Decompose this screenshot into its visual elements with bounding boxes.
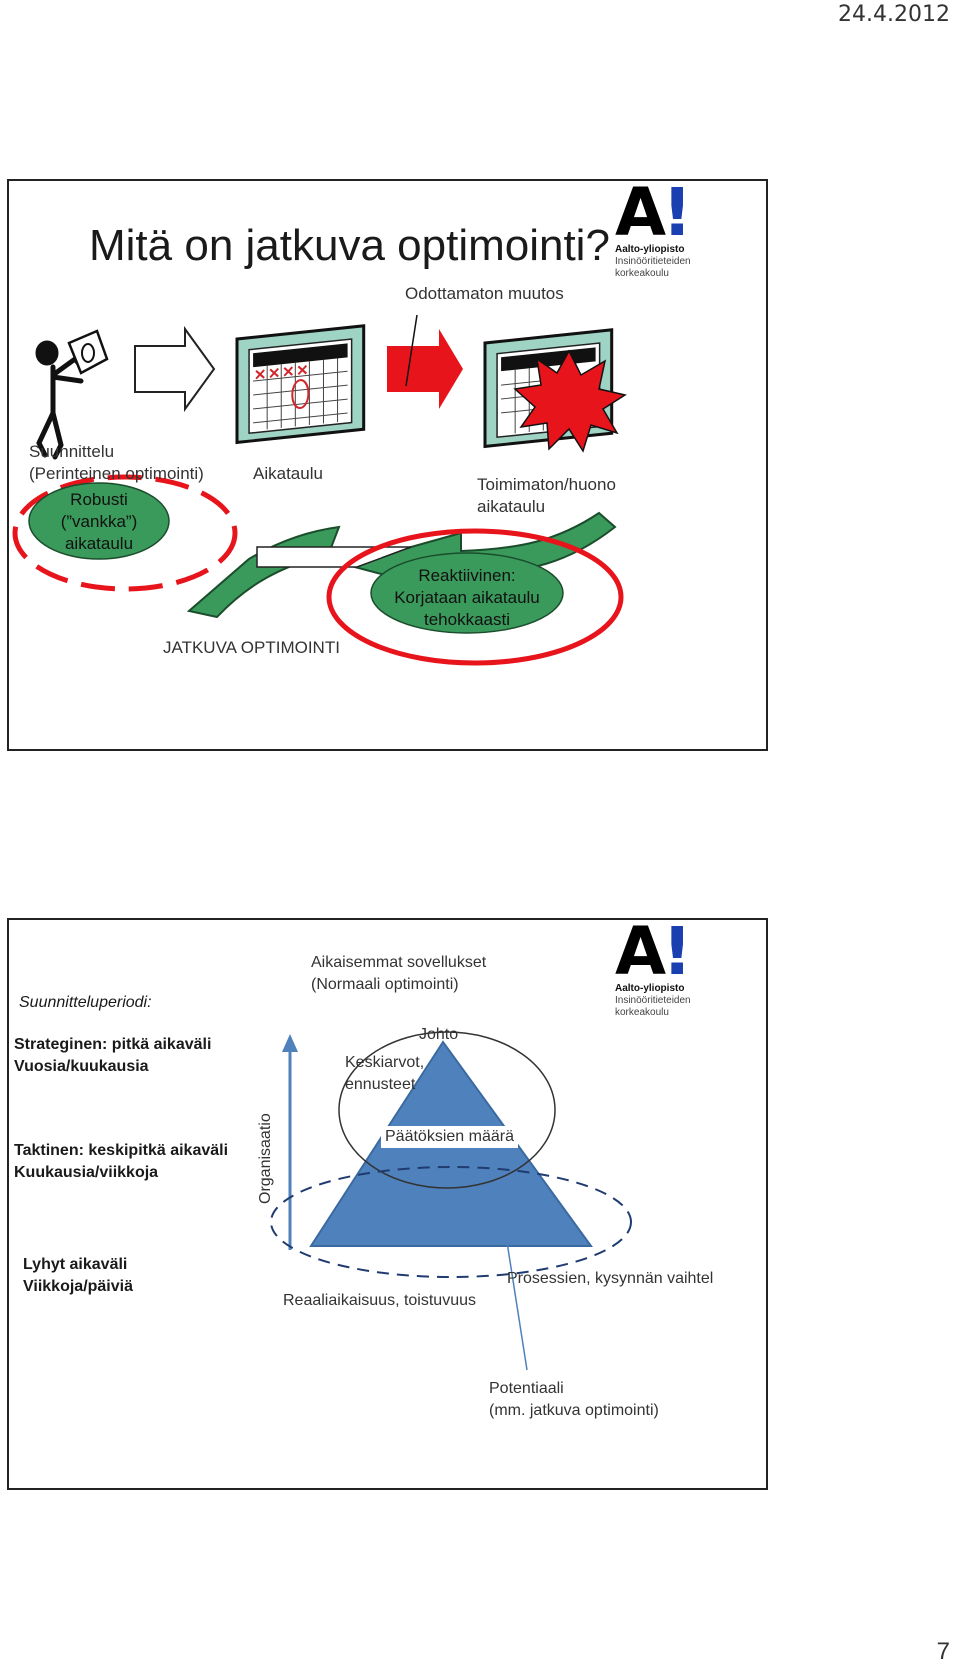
- strategic-period: Strateginen: pitkä aikaväli Vuosia/kuuka…: [14, 1036, 212, 1075]
- page-date: 24.4.2012: [838, 2, 950, 27]
- reactive-highlight: [326, 528, 624, 666]
- realtime-label: Reaaliaikaisuus, toistuvuus: [283, 1292, 476, 1309]
- logo-university-name: Aalto-yliopisto: [615, 244, 685, 255]
- bad-schedule-label: Toimimaton/huono aikataulu: [477, 475, 616, 516]
- slide-continuous-optimization: Mitä on jatkuva optimointi? A! Aalto-yli…: [7, 179, 768, 751]
- robust-schedule-highlight: [12, 474, 238, 592]
- paper-illustration: [67, 329, 109, 375]
- reactive-ellipse: [370, 552, 564, 634]
- schedule-calendar-illustration: [235, 324, 366, 445]
- planning-label: Suunnittelu (Perinteinen optimointi): [29, 442, 204, 483]
- organization-axis-label: Organisaatio: [257, 1113, 274, 1204]
- potential-label: Potentiaali (mm. jatkuva optimointi): [489, 1380, 659, 1419]
- slide1-graphics: [12, 314, 627, 666]
- logo-school-line2: korkeakoulu: [615, 268, 669, 279]
- tactical-period: Taktinen: keskipitkä aikaväli Kuukausia/…: [14, 1142, 229, 1181]
- planning-period-heading: Suunnitteluperiodi:: [19, 994, 152, 1011]
- potential-pointer: [506, 1241, 528, 1371]
- logo-university-name: Aalto-yliopisto: [615, 983, 685, 994]
- short-period: Lyhyt aikaväli Viikkoja/päiviä: [23, 1256, 133, 1295]
- continuous-optimization-arrow-tail: [186, 525, 341, 619]
- aalto-logo-mark: A!: [615, 918, 692, 990]
- schedule-label: Aikataulu: [253, 464, 323, 483]
- logo-school-line1: Insinööritieteiden: [615, 256, 691, 267]
- unexpected-change-label: Odottamaton muutos: [405, 284, 564, 303]
- slide-planning-periods: A! Aalto-yliopisto Insinööritieteiden ko…: [7, 918, 768, 1490]
- potential-ellipse: [270, 1166, 632, 1278]
- unexpected-change-pointer: [405, 314, 418, 387]
- slide1-title: Mitä on jatkuva optimointi?: [89, 221, 610, 270]
- logo-school-line2: korkeakoulu: [615, 1007, 669, 1018]
- logo-school-line1: Insinööritieteiden: [615, 995, 691, 1006]
- aalto-logo: A! Aalto-yliopisto Insinööritieteiden ko…: [615, 918, 735, 1019]
- reactive-label: Reaktiivinen: Korjataan aikataulu tehokk…: [394, 566, 540, 629]
- aalto-logo: A! Aalto-yliopisto Insinööritieteiden ko…: [615, 179, 735, 280]
- unexpected-change-arrow: [387, 329, 463, 409]
- planning-arrow: [134, 325, 216, 413]
- previous-applications-label: Aikaisemmat sovellukset (Normaali optimo…: [311, 954, 487, 993]
- averages-label: Keskiarvot, ennusteet: [345, 1054, 425, 1093]
- aalto-logo-mark: A!: [615, 179, 692, 251]
- process-changes-label: Prosessien, kysynnän vaihtel: [507, 1270, 714, 1287]
- organization-axis-arrowhead: [282, 1034, 298, 1052]
- explosion-burst: [513, 349, 627, 453]
- page-number: 7: [936, 1638, 950, 1665]
- previous-applications-ellipse: [338, 1031, 556, 1189]
- continuous-optimization-label: JATKUVA OPTIMOINTI: [163, 638, 340, 657]
- robust-schedule-label: Robusti (”vankka”) aikataulu: [60, 490, 138, 553]
- management-label: Johto: [419, 1026, 459, 1043]
- robust-schedule-ellipse: [28, 482, 170, 560]
- decisions-count-label: Päätöksien määrä: [381, 1126, 518, 1148]
